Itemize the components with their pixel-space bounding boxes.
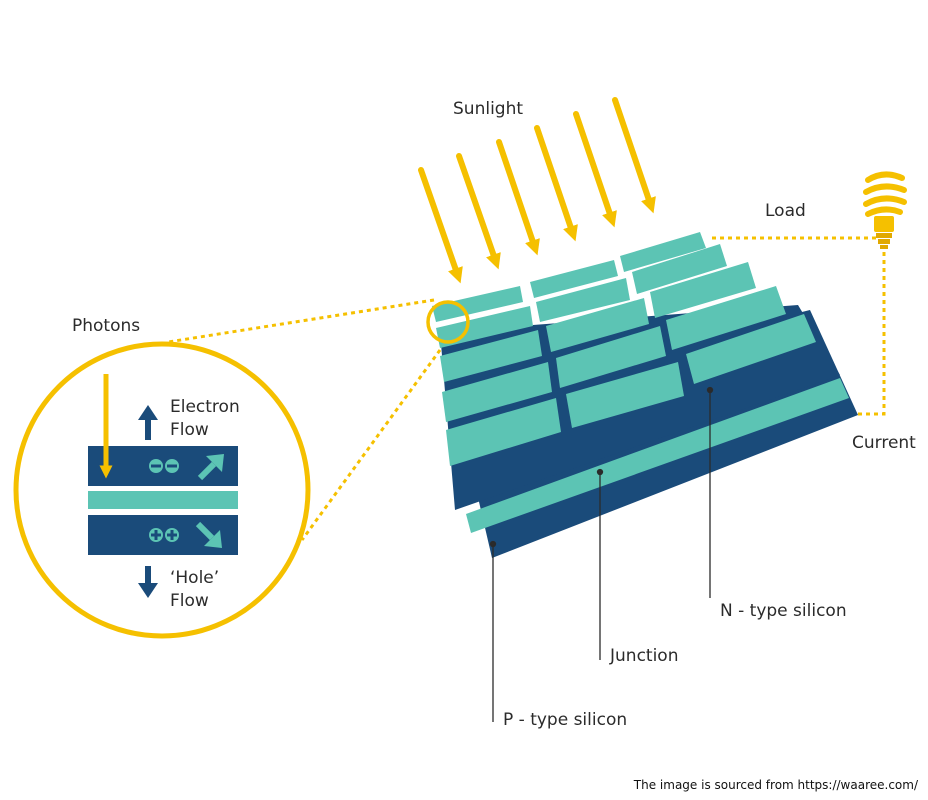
electron-flow-label-line1: Electron <box>170 397 240 417</box>
panel-grid-cells <box>432 232 816 466</box>
sunlight-ray <box>534 125 578 242</box>
sunlight-ray <box>573 111 617 228</box>
panel-cell <box>650 262 756 318</box>
plus-charge-icon <box>149 528 179 542</box>
minus-charge-icon <box>149 459 179 473</box>
p-type-leader-dot <box>489 540 497 548</box>
panel-cell <box>566 362 684 428</box>
panel-cell <box>446 398 561 466</box>
panel-cell <box>620 232 706 272</box>
panel-cell <box>556 326 666 388</box>
circuit-wires <box>167 236 886 541</box>
sunlight-rays <box>418 97 656 284</box>
n-type-label: N - type silicon <box>720 601 847 621</box>
photons-label: Photons <box>72 316 140 336</box>
panel-cell <box>686 314 816 384</box>
hole-flow-label-line1: ‘Hole’ <box>170 568 219 588</box>
panel-cell <box>432 286 523 322</box>
solar-panel <box>432 232 858 558</box>
sunlight-ray <box>496 139 540 256</box>
image-credit: The image is sourced from https://waaree… <box>633 778 918 792</box>
sunlight-ray <box>612 97 656 214</box>
junction-label: Junction <box>609 646 678 666</box>
callout-junction-band <box>88 491 238 509</box>
electron-flow-arrow-icon <box>138 405 158 440</box>
hole-flow-label-line2: Flow <box>170 591 209 611</box>
panel-cell <box>530 260 618 298</box>
zoom-line-bottom <box>300 349 442 541</box>
sunlight-label: Sunlight <box>453 99 523 119</box>
electron-flow-label-line2: Flow <box>170 420 209 440</box>
junction-leader-dot <box>596 468 604 476</box>
current-wire <box>858 252 886 416</box>
panel-cell <box>666 286 786 350</box>
p-type-label: P - type silicon <box>503 710 627 730</box>
load-label: Load <box>765 201 806 221</box>
zoom-highlight-circle <box>426 300 470 344</box>
panel-cell <box>632 244 727 294</box>
junction-layer <box>466 378 849 533</box>
panel-cell <box>546 298 649 352</box>
current-label: Current <box>852 433 916 453</box>
zoom-line-top <box>167 298 435 344</box>
panel-cell <box>442 362 552 422</box>
light-bulb-icon <box>863 171 907 249</box>
leader-lines <box>489 386 714 722</box>
zoom-callout <box>13 341 311 639</box>
electron-diagonal-arrow-icon <box>197 454 224 481</box>
n-type-leader-dot <box>706 386 714 394</box>
hole-flow-arrow-icon <box>138 566 158 598</box>
sunlight-ray <box>418 167 463 284</box>
panel-cell <box>440 330 542 382</box>
callout-circle <box>13 341 311 639</box>
sunlight-ray <box>456 153 501 270</box>
hole-diagonal-arrow-icon <box>195 521 222 548</box>
panel-cell <box>536 278 630 322</box>
